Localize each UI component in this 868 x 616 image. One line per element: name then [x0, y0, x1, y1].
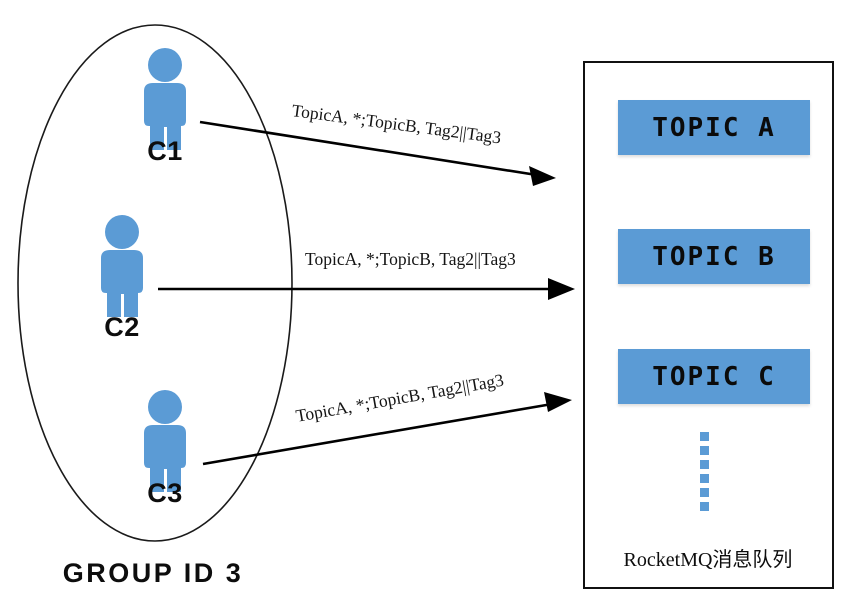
ellipsis-dot	[700, 432, 709, 441]
consumer-icon-c3[interactable]	[126, 389, 204, 494]
topic-box-a[interactable]: TOPIC A	[618, 100, 810, 155]
ellipsis-dot	[700, 502, 709, 511]
topic-label-b: TOPIC B	[652, 241, 776, 272]
subscription-arrow-2	[158, 278, 575, 300]
consumer-label-c1: C1	[147, 136, 183, 166]
person-icon	[144, 48, 186, 150]
subscription-label-2: TopicA, *;TopicB, Tag2||Tag3	[305, 249, 516, 269]
person-icon	[101, 215, 143, 317]
subscription-arrow-1	[199, 120, 556, 186]
consumer-group-ellipse	[17, 24, 293, 542]
person-icon	[144, 390, 186, 492]
group-id-caption: GROUP ID 3	[62, 558, 244, 588]
consumer-icon-c2[interactable]	[83, 214, 161, 319]
consumer-label-c3: C3	[147, 478, 183, 508]
topic-label-a: TOPIC A	[652, 112, 776, 143]
ellipsis-dot	[700, 488, 709, 497]
consumer-label-c2: C2	[104, 312, 140, 342]
topic-label-c: TOPIC C	[652, 361, 776, 392]
topic-box-b[interactable]: TOPIC B	[618, 229, 810, 284]
ellipsis-dot	[700, 446, 709, 455]
broker-caption: RocketMQ消息队列	[623, 549, 793, 571]
ellipsis-dot	[700, 460, 709, 469]
ellipsis-dot	[700, 474, 709, 483]
subscription-arrow-3	[202, 392, 572, 466]
topic-box-c[interactable]: TOPIC C	[618, 349, 810, 404]
more-topics-ellipsis-icon	[700, 432, 709, 511]
consumer-icon-c1[interactable]	[126, 47, 204, 152]
